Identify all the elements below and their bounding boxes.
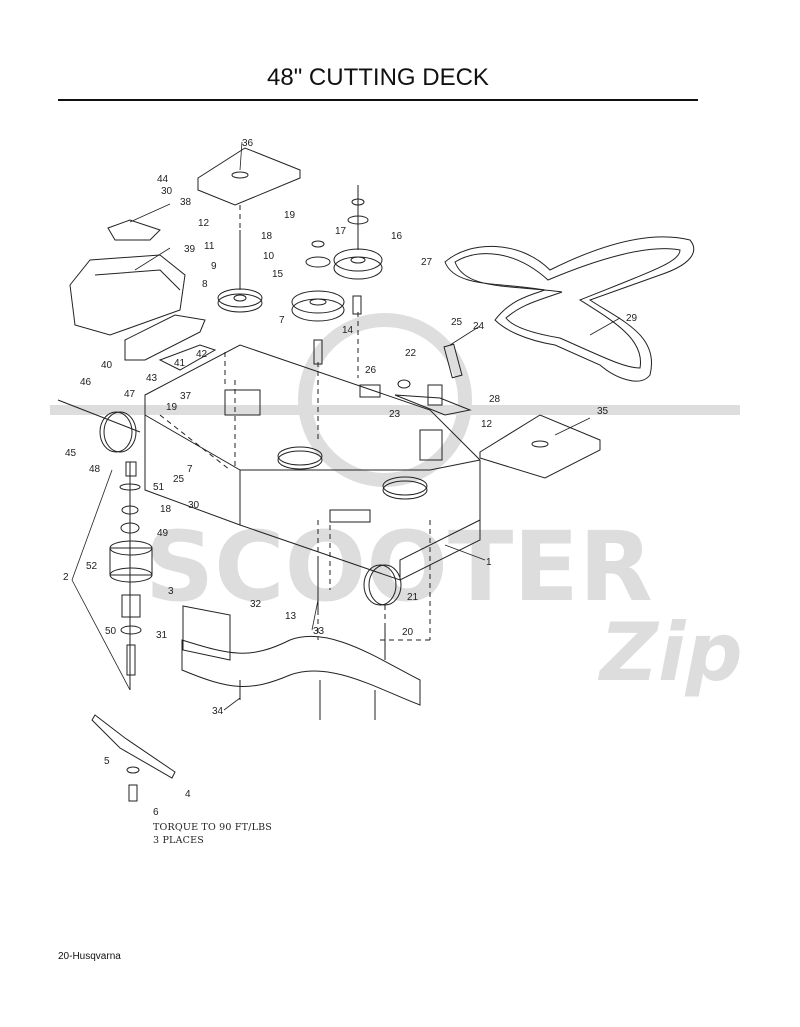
callout-47: 47 [124,389,136,400]
watermark-text: SCOOTER [145,511,653,623]
cover-35 [479,414,601,479]
callout-24: 24 [473,321,485,332]
callout-28: 28 [489,394,501,405]
callout-10: 10 [263,251,275,262]
callout-30b: 30 [188,500,200,511]
callout-48: 48 [89,464,101,475]
callout-27: 27 [421,257,433,268]
callout-5: 5 [104,756,110,767]
callout-21: 21 [407,592,419,603]
callout-52: 52 [86,561,98,572]
callout-18b: 18 [160,504,172,515]
callout-32: 32 [250,599,262,610]
cover-36 [197,147,301,206]
callout-4: 4 [185,789,191,800]
callout-40: 40 [101,360,113,371]
callout-3: 3 [168,586,174,597]
callout-36: 36 [242,138,254,149]
blade-4 [91,714,176,779]
callout-37: 37 [180,391,192,402]
callout-39: 39 [184,244,196,255]
callout-6: 6 [153,807,159,818]
wheel-rear [363,564,397,606]
callout-14: 14 [342,325,354,336]
callout-8: 8 [202,279,208,290]
callout-labels: 1 2 3 4 5 6 7 7 8 9 10 11 12 12 13 14 15… [63,138,638,818]
callout-20: 20 [402,627,414,638]
callout-25b: 25 [173,474,185,485]
callout-11: 11 [204,241,215,252]
callout-15: 15 [272,269,284,280]
callout-26: 26 [365,365,377,376]
callout-41: 41 [174,358,186,369]
line-art [57,141,695,802]
callout-50: 50 [105,626,117,637]
baffle-33 [181,635,421,706]
callout-33: 33 [313,626,325,637]
torque-note-places: 3 PLACES [153,835,204,846]
callout-7b: 7 [187,464,193,475]
callout-2: 2 [63,572,69,583]
callout-19a: 19 [284,210,296,221]
leader-lines [71,141,621,711]
callout-46: 46 [80,377,92,388]
page-title: 48" CUTTING DECK [267,64,489,91]
callout-17: 17 [335,226,347,237]
pulley-8 [217,293,263,313]
callout-44: 44 [157,174,169,185]
callout-35: 35 [597,406,609,417]
callout-13: 13 [285,611,297,622]
callout-23: 23 [389,409,401,420]
callout-16: 16 [391,231,403,242]
callout-31: 31 [156,630,168,641]
callout-9: 9 [211,261,217,272]
callout-7a: 7 [279,315,285,326]
chute-39 [69,254,186,336]
callout-19b: 19 [166,402,178,413]
callout-43: 43 [146,373,158,384]
callout-38: 38 [180,197,192,208]
watermark: SCOOTER Zip [50,313,743,699]
belt-29 [444,236,695,382]
wheel-front [99,411,133,453]
alignment-lines [159,205,431,641]
callout-34: 34 [212,706,224,717]
title-rule [58,99,698,101]
callout-22: 22 [405,348,417,359]
torque-note: TORQUE TO 90 FT/LBS [153,822,273,833]
callout-12b: 12 [481,419,493,430]
callout-45: 45 [65,448,77,459]
deck-shell [144,344,481,581]
callout-1: 1 [486,557,492,568]
watermark-script: Zip [597,606,743,699]
callout-51: 51 [153,482,165,493]
callout-49: 49 [157,528,169,539]
callout-30a: 30 [161,186,173,197]
callout-29: 29 [626,313,638,324]
page-footer: 20-Husqvarna [58,951,121,962]
callout-42: 42 [196,349,208,360]
callout-18a: 18 [261,231,273,242]
callout-12a: 12 [198,218,210,229]
baffle-31 [182,605,231,661]
callout-25a: 25 [451,317,463,328]
